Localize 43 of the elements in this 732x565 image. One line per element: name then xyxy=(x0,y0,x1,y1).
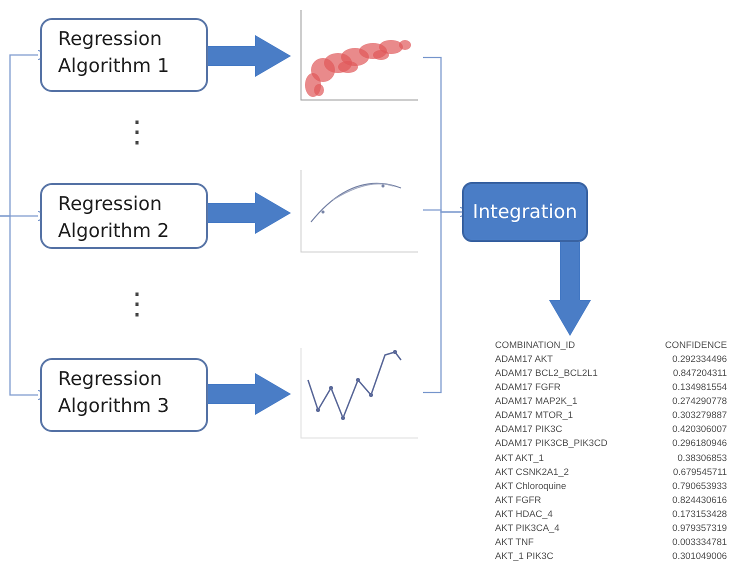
process-box: Integration xyxy=(462,182,588,242)
table-cell-text: ADAM17 FGFR xyxy=(495,380,562,394)
block-arrow xyxy=(208,35,291,77)
process-box: Regression Algorithm 2 xyxy=(40,183,208,249)
table-cell-text: AKT Chloroquine xyxy=(495,478,568,493)
table-cell-text: AKT FGFR xyxy=(495,492,542,507)
table-cell-text: 0.134981554 xyxy=(671,380,727,394)
table-cell-text: AKT AKT_1 xyxy=(495,450,545,465)
ellipsis: ⋮ xyxy=(122,118,152,148)
table-cell-text: AKT HDAC_4 xyxy=(495,506,554,521)
table-cell-text: 0.847204311 xyxy=(672,366,727,380)
ellipsis: ⋮ xyxy=(122,290,152,320)
column-header: CONFIDENCE xyxy=(665,338,727,352)
table-cell-text: AKT TNF xyxy=(495,534,535,549)
table-cell-text: 0.790653933 xyxy=(671,478,727,493)
table-cell-text: ADAM17 PIK3CB_PIK3CD xyxy=(495,436,609,450)
process-box: Regression Algorithm 3 xyxy=(40,358,208,432)
table-cell-text: 0.296180946 xyxy=(671,436,727,450)
table-cell-text: 0.274290778 xyxy=(671,394,727,408)
table-cell-text: 0.301049006 xyxy=(671,548,727,563)
table-cell-text: AKT CSNK2A1_2 xyxy=(495,464,570,479)
table-cell-text: ADAM17 BCL2_BCL2L1 xyxy=(495,366,599,380)
table-cell-text: AKT PIK3CA_4 xyxy=(495,520,560,535)
process-box: Regression Algorithm 1 xyxy=(40,18,208,92)
column-header: COMBINATION_ID xyxy=(495,338,576,352)
table-cell-text: 0.303279887 xyxy=(671,408,727,422)
table-cell-text: 0.824430616 xyxy=(671,492,727,507)
table-cell-text: 0.38306853 xyxy=(676,450,727,464)
table-cell-text: ADAM17 MAP2K_1 xyxy=(495,394,578,408)
block-arrow xyxy=(208,192,291,234)
table-cell-text: 0.173153428 xyxy=(671,506,727,521)
block-arrow xyxy=(208,373,291,415)
table-cell-text: 0.003334781 xyxy=(671,534,727,549)
connector-line xyxy=(423,211,462,394)
table-cell-text: 0.420306007 xyxy=(671,422,727,436)
table-cell-text: 0.679545711 xyxy=(672,464,727,479)
table-cell-text: ADAM17 PIK3C xyxy=(495,422,564,436)
table-cell-text: ADAM17 AKT xyxy=(495,352,554,366)
table-cell-text: 0.292334496 xyxy=(671,352,727,366)
block-arrow xyxy=(549,242,591,336)
table-cell-text: ADAM17 MTOR_1 xyxy=(495,408,574,422)
table-cell-text: AKT_1 PIK3C xyxy=(495,548,554,563)
table-cell-text: 0.979357319 xyxy=(671,520,727,535)
